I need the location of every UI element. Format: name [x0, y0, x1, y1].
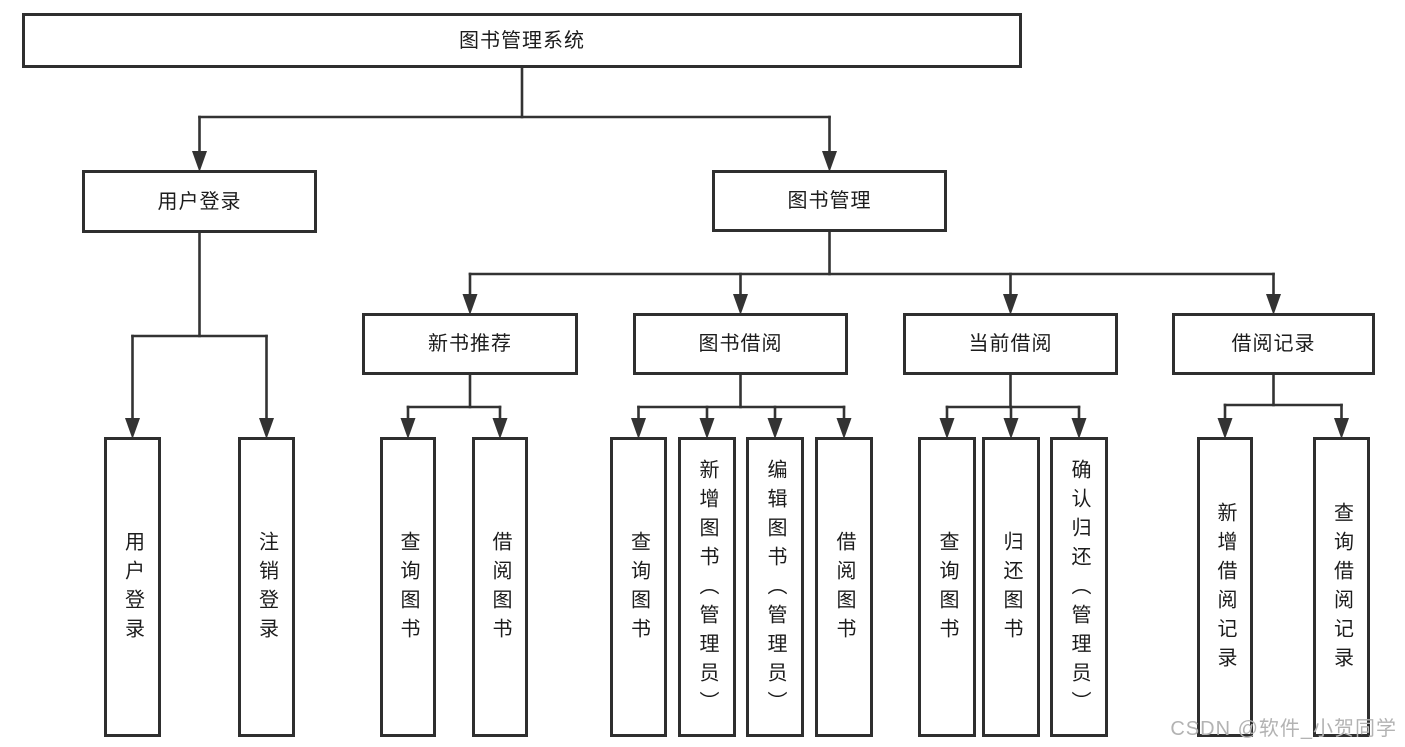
node-logout: 注销登录 [238, 437, 295, 737]
node-b-query: 查询图书 [610, 437, 667, 737]
arrowhead-icon-user-login [192, 151, 207, 172]
node-current: 当前借阅 [903, 313, 1118, 375]
node-new-books: 新书推荐 [362, 313, 578, 375]
arrowhead-icon-nb-query [400, 418, 416, 439]
arrowhead-icon-logout [259, 418, 274, 439]
arrowhead-icon-c-confirm [1071, 418, 1087, 439]
node-book-mgmt: 图书管理 [712, 170, 947, 232]
arrowhead-icon-login [125, 418, 140, 439]
node-b-edit: 编辑图书（管理员） [746, 437, 804, 737]
node-borrow: 图书借阅 [633, 313, 848, 375]
arrowhead-icon-c-return [1003, 418, 1019, 439]
node-b-add: 新增图书（管理员） [678, 437, 736, 737]
node-c-return: 归还图书 [982, 437, 1040, 737]
arrowhead-icon-new-books [462, 294, 478, 315]
node-records: 借阅记录 [1172, 313, 1375, 375]
arrowhead-icon-r-add [1217, 418, 1233, 439]
node-nb-query: 查询图书 [380, 437, 436, 737]
arrowhead-icon-records [1266, 294, 1281, 315]
node-r-add: 新增借阅记录 [1197, 437, 1253, 737]
arrowhead-icon-r-query [1334, 418, 1349, 439]
node-r-query: 查询借阅记录 [1313, 437, 1370, 737]
arrowhead-icon-current [1003, 294, 1018, 315]
arrowhead-icon-nb-borrow [492, 418, 508, 439]
arrowhead-icon-b-add [699, 418, 715, 439]
arrowhead-icon-b-borrow [836, 418, 852, 439]
node-nb-borrow: 借阅图书 [472, 437, 528, 737]
node-root: 图书管理系统 [22, 13, 1022, 68]
arrowhead-icon-borrow [733, 294, 748, 315]
arrowhead-icon-b-query [631, 418, 646, 439]
arrowhead-icon-b-edit [767, 418, 783, 439]
node-login: 用户登录 [104, 437, 161, 737]
node-c-query: 查询图书 [918, 437, 976, 737]
node-c-confirm: 确认归还（管理员） [1050, 437, 1108, 737]
node-b-borrow: 借阅图书 [815, 437, 873, 737]
node-user-login: 用户登录 [82, 170, 317, 233]
arrowhead-icon-book-mgmt [822, 151, 837, 172]
arrowhead-icon-c-query [939, 418, 955, 439]
